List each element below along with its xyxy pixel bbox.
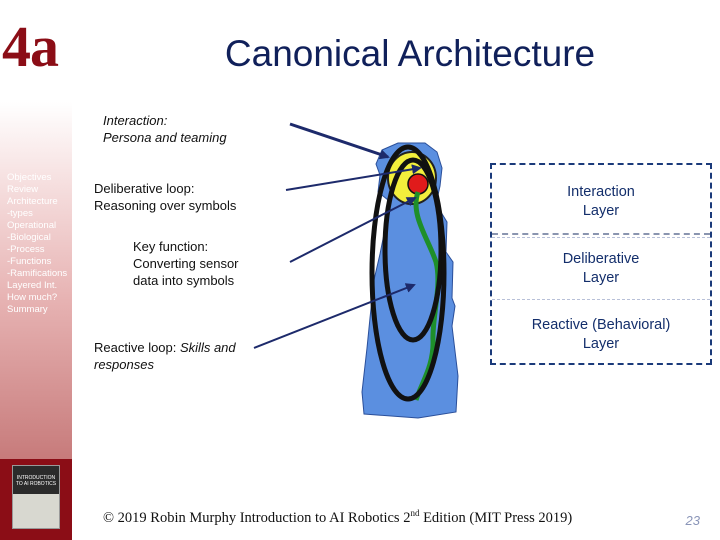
sidebar-item-how-much[interactable]: How much? bbox=[7, 292, 58, 303]
footer-text-after: Edition (MIT Press 2019) bbox=[419, 509, 573, 526]
key-function-label-line2: Converting sensor bbox=[133, 256, 239, 271]
sidebar-nav: Objectives Review Architecture -types Op… bbox=[7, 172, 67, 316]
interaction-layer-line2: Layer bbox=[582, 203, 620, 219]
deliberative-layer-line2: Layer bbox=[582, 270, 620, 286]
reactive-loop-ellipse bbox=[369, 144, 447, 402]
interaction-label-line1: Interaction: bbox=[103, 113, 168, 128]
reactive-label-line2: responses bbox=[94, 357, 154, 372]
reactive-label: Reactive loop: Skills and responses bbox=[94, 339, 236, 373]
sidebar-item-layered-int[interactable]: Layered Int. bbox=[7, 280, 58, 291]
book-cover-image: INTRODUCTION TO AI ROBOTICS bbox=[12, 465, 60, 529]
reactive-layer: Reactive (Behavioral) Layer bbox=[492, 316, 710, 354]
reactive-label-skills: Skills and bbox=[180, 340, 236, 355]
deliberative-label: Deliberative loop: Reasoning over symbol… bbox=[94, 180, 236, 214]
sidebar-item-functions[interactable]: -Functions bbox=[7, 256, 52, 267]
sidebar-item-biological[interactable]: -Biological bbox=[7, 232, 51, 243]
interaction-label: Interaction: Persona and teaming bbox=[103, 112, 227, 146]
copyright-footer: © 2019 Robin Murphy Introduction to AI R… bbox=[103, 508, 623, 527]
footer-text-before: © 2019 Robin Murphy Introduction to AI R… bbox=[103, 509, 411, 526]
deliberative-arrow bbox=[285, 164, 422, 191]
reactive-layer-line2: Layer bbox=[582, 336, 620, 352]
sidebar-item-objectives[interactable]: Objectives bbox=[7, 172, 52, 183]
brain-circle bbox=[407, 173, 429, 195]
interaction-layer: Interaction Layer bbox=[492, 183, 710, 221]
key-function-label: Key function: Converting sensor data int… bbox=[133, 238, 239, 289]
key-function-arrow bbox=[289, 197, 417, 263]
layer-divider-interaction bbox=[492, 233, 710, 235]
book-cover-band bbox=[13, 466, 59, 494]
sidebar-item-review[interactable]: Review bbox=[7, 184, 39, 195]
reactive-label-prefix: Reactive loop: bbox=[94, 340, 180, 355]
sidebar-item-architecture[interactable]: Architecture bbox=[7, 196, 58, 207]
deliberative-layer: Deliberative Layer bbox=[492, 250, 710, 288]
sidebar-item-process[interactable]: -Process bbox=[7, 244, 45, 255]
sidebar-item-summary[interactable]: Summary bbox=[7, 304, 48, 315]
sidebar: Objectives Review Architecture -types Op… bbox=[0, 102, 72, 459]
sidebar-item-ramifications[interactable]: -Ramifications bbox=[7, 268, 68, 279]
reactive-arrow bbox=[253, 283, 416, 349]
key-function-label-line3: data into symbols bbox=[133, 273, 235, 288]
reactive-label-line1: Reactive loop: Skills and bbox=[94, 339, 236, 356]
reactive-layer-line1: Reactive (Behavioral) bbox=[531, 317, 671, 333]
layer-divider-deliberative bbox=[492, 299, 710, 300]
page-number: 23 bbox=[685, 513, 700, 528]
deliberative-label-line2: Reasoning over symbols bbox=[94, 198, 237, 213]
layer-divider-interaction-inner bbox=[492, 237, 710, 238]
footer-superscript: nd bbox=[410, 508, 420, 518]
interaction-arrow bbox=[289, 122, 390, 160]
deliberative-layer-line1: Deliberative bbox=[562, 251, 640, 267]
slide-title: Canonical Architecture bbox=[224, 33, 596, 74]
sidebar-footer-panel: INTRODUCTION TO AI ROBOTICS bbox=[0, 459, 72, 540]
deliberative-label-line1: Deliberative loop: bbox=[94, 181, 195, 196]
interaction-layer-line1: Interaction bbox=[567, 184, 635, 200]
sidebar-item-types[interactable]: -types bbox=[7, 208, 33, 219]
key-function-label-line1: Key function: bbox=[133, 239, 209, 254]
interaction-label-line2: Persona and teaming bbox=[103, 130, 227, 145]
chapter-number: 4a bbox=[2, 14, 59, 79]
book-cover-title: INTRODUCTION TO AI ROBOTICS bbox=[15, 475, 57, 487]
layers-box: Interaction Layer Deliberative Layer Rea… bbox=[490, 163, 712, 365]
sidebar-item-operational[interactable]: Operational bbox=[7, 220, 57, 231]
